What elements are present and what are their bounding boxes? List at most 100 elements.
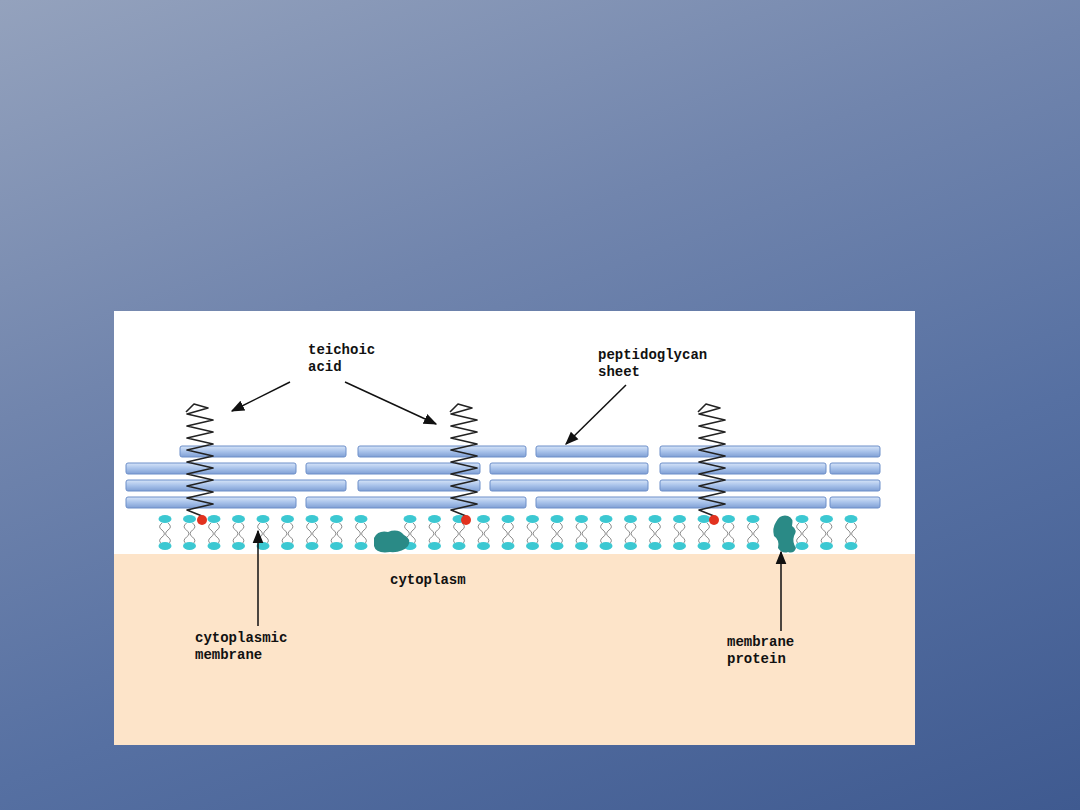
part-label: peptidoglycan sheet: [598, 347, 716, 381]
lipid-head: [232, 515, 245, 523]
peptidoglycan-strand: [830, 497, 880, 508]
cytoplasm-region: [114, 554, 915, 745]
lipid-head: [183, 542, 196, 550]
lipid-head: [526, 542, 539, 550]
lipid-head: [330, 542, 343, 550]
lipid-tail: [650, 523, 661, 544]
lipid-head: [159, 515, 172, 523]
peptidoglycan-strand: [660, 463, 826, 474]
lipid-tail: [184, 523, 195, 544]
leader-arrow: [566, 385, 626, 444]
teichoic-acid-chain: [698, 404, 725, 516]
leader-arrow: [257, 531, 259, 626]
part-label: membrane protein: [727, 634, 803, 668]
lipid-tail: [674, 523, 685, 544]
peptidoglycan-strand: [490, 463, 648, 474]
peptidoglycan-strand: [536, 497, 826, 508]
lipid-head: [502, 542, 515, 550]
lipid-head: [796, 515, 809, 523]
lipid-head: [673, 542, 686, 550]
lipid-tail: [503, 523, 514, 544]
lipid-head: [428, 542, 441, 550]
teichoic-acid-chain: [186, 404, 213, 516]
lipid-tail: [527, 523, 538, 544]
lipid-tail: [307, 523, 318, 544]
lipid-head: [747, 515, 760, 523]
lipid-tail: [258, 523, 269, 544]
peptidoglycan-strand: [536, 446, 648, 457]
peptidoglycan-sheet: [126, 446, 880, 508]
peptidoglycan-strand: [490, 480, 648, 491]
lipid-tail: [233, 523, 244, 544]
lipid-head: [306, 515, 319, 523]
membrane-protein-blob: [374, 531, 409, 553]
lipid-head: [183, 515, 196, 523]
peptidoglycan-strand: [180, 446, 346, 457]
lipid-tail: [331, 523, 342, 544]
lipid-tail: [282, 523, 293, 544]
lipid-head: [159, 542, 172, 550]
peptidoglycan-strand: [660, 446, 880, 457]
lipid-head: [551, 515, 564, 523]
lipid-tail: [552, 523, 563, 544]
peptidoglycan-strand: [830, 463, 880, 474]
lipid-head: [575, 542, 588, 550]
peptidoglycan-strand: [126, 497, 296, 508]
leader-arrow: [345, 382, 436, 424]
lipid-tail: [797, 523, 808, 544]
lipid-head: [722, 542, 735, 550]
region-label: cytoplasm: [390, 572, 466, 589]
lipid-bilayer: [159, 515, 858, 550]
lipid-head: [624, 515, 637, 523]
lipid-head: [820, 542, 833, 550]
lipid-tail: [356, 523, 367, 544]
lipid-head: [281, 542, 294, 550]
anchor-dot: [197, 515, 207, 525]
peptidoglycan-strand: [306, 463, 480, 474]
peptidoglycan-strand: [358, 446, 526, 457]
lipid-tail: [846, 523, 857, 544]
lipid-head: [208, 515, 221, 523]
lipid-head: [502, 515, 515, 523]
lipid-head: [355, 542, 368, 550]
lipid-head: [428, 515, 441, 523]
leader-arrow: [232, 382, 290, 411]
lipid-head: [404, 515, 417, 523]
membrane-protein-blob: [773, 516, 796, 553]
lipid-head: [257, 515, 270, 523]
lipid-head: [649, 542, 662, 550]
lipid-head: [355, 515, 368, 523]
lipid-head: [649, 515, 662, 523]
lipid-tail: [429, 523, 440, 544]
lipid-head: [330, 515, 343, 523]
lipid-tail: [699, 523, 710, 544]
lipid-tail: [625, 523, 636, 544]
lipid-head: [673, 515, 686, 523]
lipid-head: [845, 515, 858, 523]
peptidoglycan-strand: [126, 480, 346, 491]
lipid-head: [232, 542, 245, 550]
lipid-tail: [576, 523, 587, 544]
lipid-head: [551, 542, 564, 550]
anchor-dot: [461, 515, 471, 525]
lipid-head: [820, 515, 833, 523]
lipid-head: [477, 515, 490, 523]
lipid-tail: [478, 523, 489, 544]
lipid-head: [208, 542, 221, 550]
teichoic-acid-chain: [450, 404, 477, 516]
lipid-head: [722, 515, 735, 523]
lipid-head: [845, 542, 858, 550]
lipid-head: [698, 542, 711, 550]
lipid-head: [281, 515, 294, 523]
lipid-head: [747, 542, 760, 550]
leader-arrow: [780, 552, 782, 631]
lipid-tail: [723, 523, 734, 544]
teichoic-acid-chains: [186, 404, 725, 525]
lipid-tail: [748, 523, 759, 544]
part-label: cytoplasmic membrane: [195, 630, 296, 664]
lipid-head: [698, 515, 711, 523]
white-panel: [114, 311, 915, 745]
peptidoglycan-strand: [660, 480, 880, 491]
lipid-tail: [454, 523, 465, 544]
